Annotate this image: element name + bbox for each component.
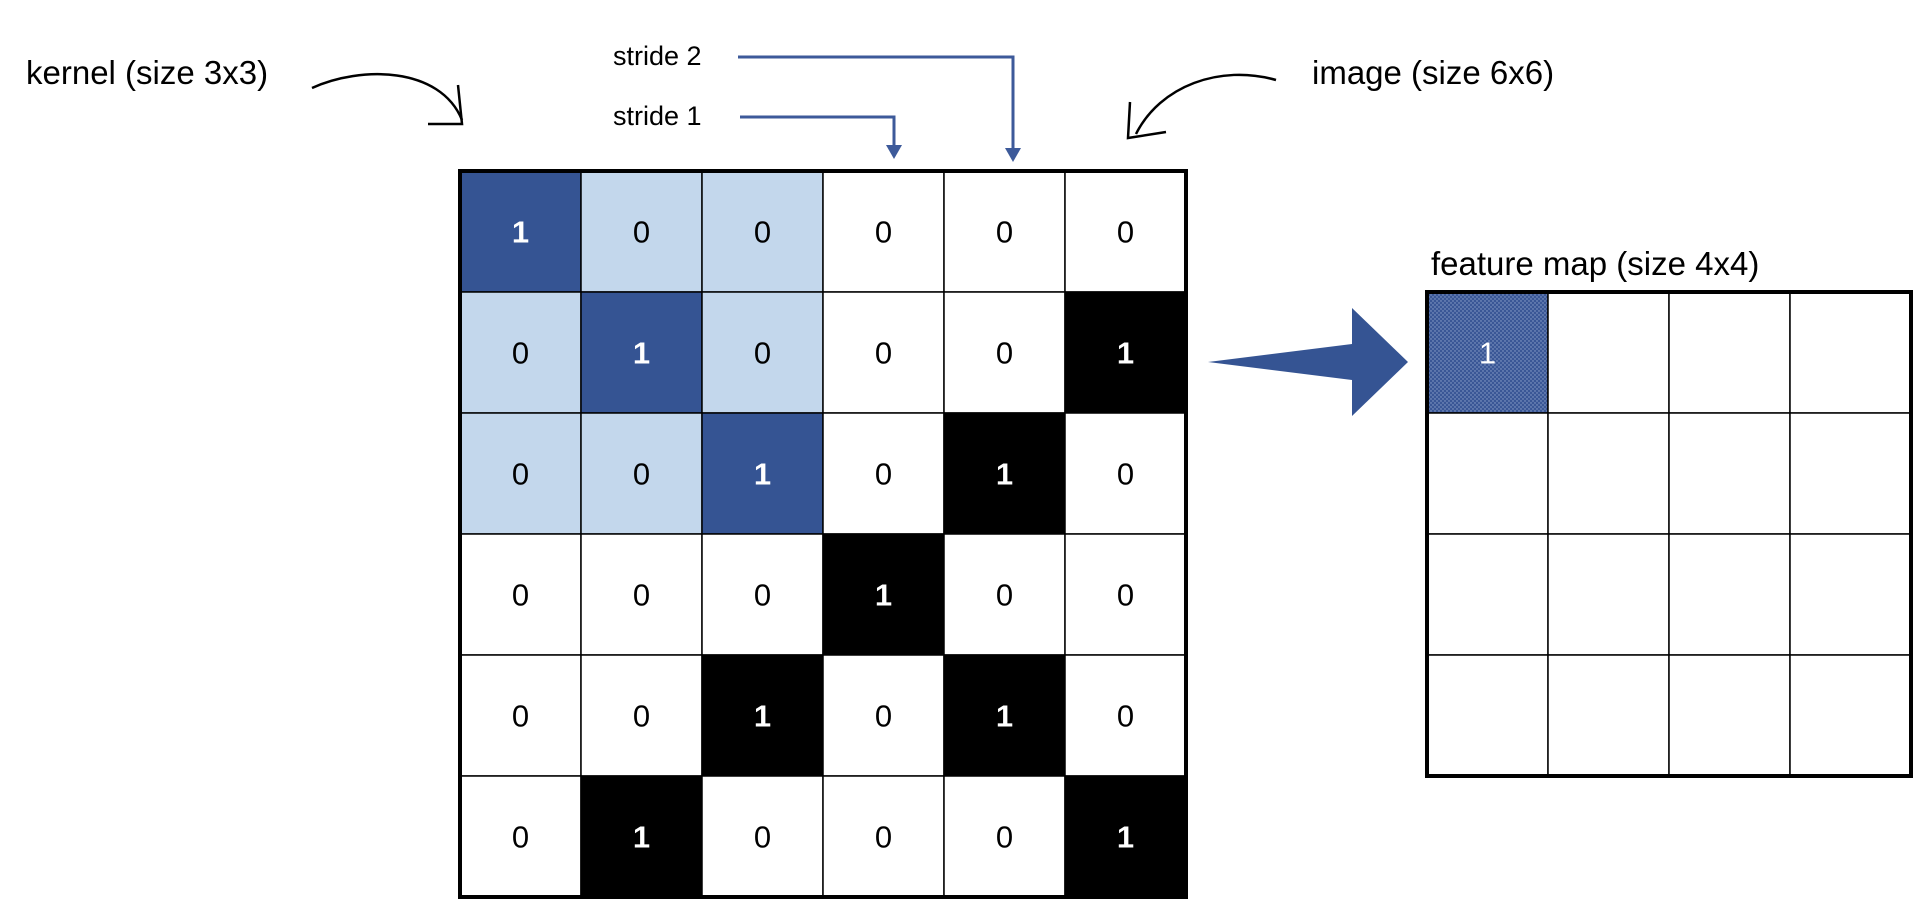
- image-cell-value: 0: [875, 699, 892, 734]
- image-cell-r5-c4: [943, 775, 1066, 898]
- stride-1-line: [740, 115, 896, 149]
- image-cell-value: 0: [1117, 215, 1134, 250]
- feature-cell-r1-c2: [1668, 412, 1791, 535]
- kernel-label: kernel (size 3x3): [26, 54, 269, 91]
- image-cell-r1-c4: [943, 291, 1066, 414]
- feature-cell-r0-c3: [1789, 291, 1912, 414]
- feature-map-label: feature map (size 4x4): [1431, 245, 1760, 282]
- image-cell-r2-c5: [1064, 412, 1187, 535]
- image-cell-value: 1: [633, 336, 650, 371]
- image-cell-r3-c0: [459, 533, 582, 656]
- image-cell-value: 0: [512, 699, 529, 734]
- feature-cell-r2-c1: [1547, 533, 1670, 656]
- image-cell-value: 1: [512, 215, 529, 250]
- stride-2-arrow: [738, 55, 1021, 162]
- image-cell-r2-c1: [580, 412, 703, 535]
- image-cell-r3-c1: [580, 533, 703, 656]
- feature-cell-r2-c2: [1668, 533, 1791, 656]
- image-cell-value: 0: [996, 820, 1013, 855]
- stride-1-label: stride 1: [613, 101, 702, 131]
- image-cell-value: 1: [1117, 820, 1134, 855]
- feature-cell-r0-c2: [1668, 291, 1791, 414]
- image-cell-value: 1: [754, 699, 771, 734]
- image-cell-r0-c2: [701, 170, 824, 293]
- feature-cell-r3-c0: [1426, 654, 1549, 777]
- image-cell-value: 1: [996, 457, 1013, 492]
- image-cell-value: 0: [754, 336, 771, 371]
- image-cell-value: 0: [1117, 457, 1134, 492]
- image-cell-value: 0: [875, 215, 892, 250]
- image-cell-value: 0: [875, 820, 892, 855]
- image-cell-value: 0: [633, 699, 650, 734]
- feature-cell-r2-c0: [1426, 533, 1549, 656]
- image-cell-value: 0: [633, 578, 650, 613]
- image-pointer-arrow: [1126, 73, 1277, 140]
- feature-grid-border: [1425, 290, 1913, 778]
- image-cell-value: 1: [633, 820, 650, 855]
- image-cell-value: 1: [875, 578, 892, 613]
- feature-cell-r2-c3: [1789, 533, 1912, 656]
- image-cell-value: 1: [754, 457, 771, 492]
- image-cell-r2-c4: [943, 412, 1066, 535]
- image-cell-value: 0: [512, 457, 529, 492]
- feature-cell-value: 1: [1479, 336, 1496, 371]
- image-cell-r1-c0: [459, 291, 582, 414]
- feature-cell-r1-c1: [1547, 412, 1670, 535]
- kernel-pointer-arrow: [311, 73, 464, 126]
- feature-map-grid: 1: [1425, 290, 1913, 778]
- image-cell-r2-c2: [701, 412, 824, 535]
- image-cell-value: 0: [875, 457, 892, 492]
- feature-cell-r0-c1: [1547, 291, 1670, 414]
- image-label: image (size 6x6): [1312, 54, 1555, 91]
- stride-1-arrow: [740, 115, 902, 159]
- image-grid-border: [458, 169, 1188, 899]
- image-cell-value: 0: [996, 215, 1013, 250]
- image-cell-value: 0: [512, 578, 529, 613]
- image-cell-value: 0: [875, 336, 892, 371]
- image-cell-value: 0: [1117, 578, 1134, 613]
- image-cell-value: 0: [633, 215, 650, 250]
- stride-2-line: [738, 55, 1015, 152]
- image-cell-value: 0: [996, 336, 1013, 371]
- feature-cell-r1-c3: [1789, 412, 1912, 535]
- feature-cell-r3-c1: [1547, 654, 1670, 777]
- image-cell-r1-c5: [1064, 291, 1187, 414]
- image-cell-r5-c1: [580, 775, 703, 898]
- image-cell-value: 0: [1117, 699, 1134, 734]
- stride-2-head: [1005, 148, 1021, 162]
- feature-cell-r3-c3: [1789, 654, 1912, 777]
- kernel-pointer-curve: [311, 73, 464, 121]
- image-cell-value: 0: [754, 578, 771, 613]
- image-cell-value: 0: [754, 215, 771, 250]
- image-cell-r4-c3: [822, 654, 945, 777]
- image-cell-value: 1: [996, 699, 1013, 734]
- image-cell-r3-c5: [1064, 533, 1187, 656]
- kernel-pointer-head: [428, 84, 464, 126]
- image-cell-r1-c2: [701, 291, 824, 414]
- image-cell-value: 1: [1117, 336, 1134, 371]
- image-cell-r3-c4: [943, 533, 1066, 656]
- image-grid: 1 0 0 0 0 0 0 1 0 0 0 1 0 0 1 0 1 0 0 0 0 1 0 0 0 0 1 0 1 0 0 1 0 0 0 1: [458, 169, 1188, 899]
- image-cell-r4-c2: [701, 654, 824, 777]
- output-arrow: [1208, 308, 1408, 416]
- image-cell-value: 0: [633, 457, 650, 492]
- image-cell-value: 0: [754, 820, 771, 855]
- image-cell-value: 0: [512, 820, 529, 855]
- feature-cell-r1-c0: [1426, 412, 1549, 535]
- image-cell-r4-c5: [1064, 654, 1187, 777]
- feature-cell-r3-c2: [1668, 654, 1791, 777]
- image-cell-r5-c2: [701, 775, 824, 898]
- image-cell-r1-c3: [822, 291, 945, 414]
- image-cell-r0-c3: [822, 170, 945, 293]
- image-cell-value: 0: [512, 336, 529, 371]
- image-cell-value: 0: [996, 578, 1013, 613]
- image-cell-r3-c2: [701, 533, 824, 656]
- image-cell-r1-c1: [580, 291, 703, 414]
- stride-1-head: [886, 145, 902, 159]
- stride-2-label: stride 2: [613, 41, 702, 71]
- image-pointer-head: [1126, 101, 1167, 140]
- image-pointer-curve: [1134, 73, 1277, 135]
